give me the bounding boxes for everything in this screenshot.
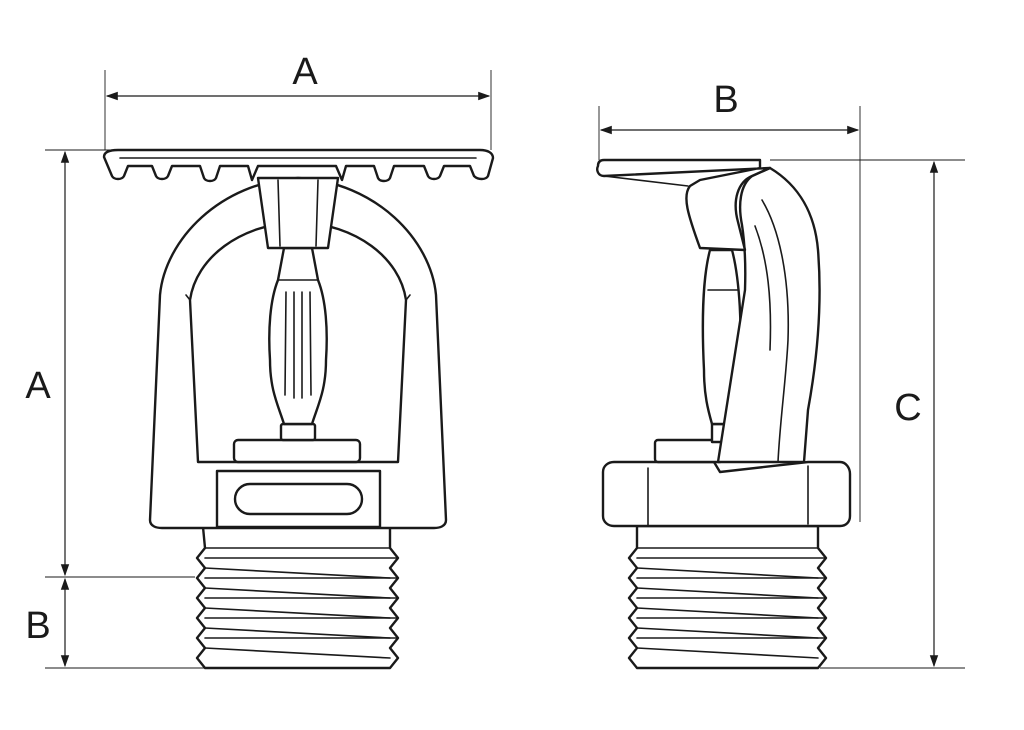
front-boss [256,176,340,250]
front-seat [232,422,362,464]
side-deflector [596,158,772,252]
front-width-dimension: A [104,51,492,150]
overall-height-label: C [894,387,921,429]
side-depth-label: B [713,79,738,121]
front-height-dimension: A [25,149,195,578]
side-hex-base [601,460,852,528]
thread-length-dimension: B [25,577,205,669]
front-deflector [102,148,495,183]
front-view: A A B [25,51,495,670]
side-thread [627,524,828,670]
side-view: B C [596,79,965,670]
front-thread [195,525,400,670]
front-height-label: A [25,365,51,407]
front-width-label: A [292,51,318,93]
side-depth-dimension: B [598,79,861,522]
glass-bulb [268,246,328,426]
overall-height-dimension: C [770,159,965,669]
thread-length-label: B [25,605,50,647]
